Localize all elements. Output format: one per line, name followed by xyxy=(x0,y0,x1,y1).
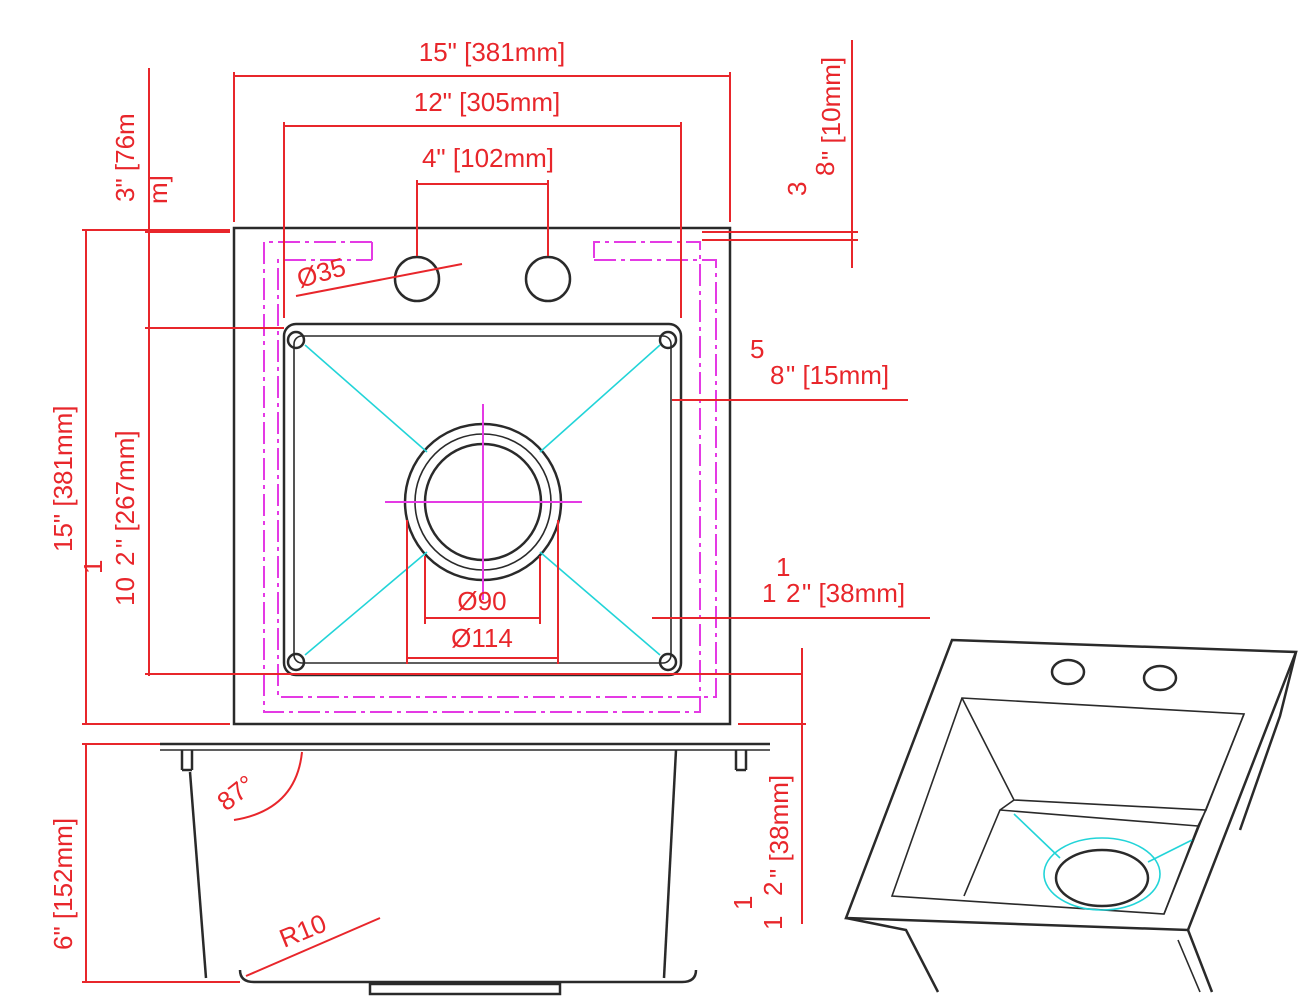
slope-line xyxy=(539,344,661,453)
dim-bowl-width: 12" [305mm] xyxy=(414,87,561,117)
isometric-view xyxy=(844,638,1298,993)
dim-rim-thickness-num: 3 xyxy=(782,182,812,196)
bowl-wall-right xyxy=(662,749,678,979)
iso-drain-inner xyxy=(1054,848,1150,908)
dim-bottom-radius: R10 xyxy=(275,908,330,954)
bowl-corner xyxy=(286,330,306,350)
iso-tap-hole-right xyxy=(1142,664,1178,692)
drain-outlet xyxy=(368,982,562,996)
sink-outer-rim xyxy=(232,226,732,726)
dim-side-gap-unit: " [15mm] xyxy=(786,360,889,390)
slope-line xyxy=(539,551,661,656)
dim-back-gap-den: 2 xyxy=(786,578,800,608)
bowl-corner xyxy=(286,652,306,672)
dim-flange-height-whole: 1 xyxy=(758,916,788,930)
dim-flange-height-unit: " [38mm] xyxy=(764,775,794,878)
slope-line xyxy=(304,551,428,656)
mounting-outline-inner xyxy=(277,242,717,698)
dim-wall-angle: 87° xyxy=(211,769,260,817)
dim-drain-outer: Ø114 xyxy=(451,623,513,653)
iso-bowl-wall xyxy=(961,697,1245,811)
dim-bowl-length-unit: " [267mm] xyxy=(110,430,140,548)
dim-overall-depth: 15" [381mm] xyxy=(48,405,78,552)
dim-side-gap-num: 5 xyxy=(750,334,764,364)
iso-skirt xyxy=(845,651,1298,993)
bowl-inner-edge xyxy=(293,335,672,664)
top-view: 15" [381mm] 12" [305mm] 4" [102mm] Ø35 3… xyxy=(48,37,930,726)
mounting-outline xyxy=(263,241,701,713)
dim-back-gap-whole: 1 xyxy=(776,552,790,582)
dim-bowl-height: 6" [152mm] xyxy=(48,818,78,950)
dim-back-gap-unit: " [38mm] xyxy=(802,578,905,608)
dim-flange-height-num: 1 xyxy=(728,896,758,910)
dim-bowl-length-whole: 10 xyxy=(110,577,140,606)
dim-flange-height-den: 2 xyxy=(758,882,788,896)
dim-front-offset-b: m] xyxy=(143,175,173,204)
iso-rim-inner xyxy=(890,697,1246,915)
bowl-corner xyxy=(658,330,678,350)
dim-drain-inner: Ø90 xyxy=(457,586,506,616)
slope-line xyxy=(304,344,428,453)
dim-side-gap-den: 8 xyxy=(770,360,784,390)
mounting-clip-right xyxy=(734,750,748,772)
dim-rim-thickness-den: 8 xyxy=(810,162,840,176)
dim-bowl-length-num: 1 xyxy=(78,560,108,574)
mounting-clip-left xyxy=(180,750,194,772)
dim-rim-thickness-unit: " [10mm] xyxy=(816,57,846,160)
side-view: 87° 6" [152mm] R10 1 1 2 " [38mm] xyxy=(48,648,806,996)
tap-hole-right xyxy=(524,255,572,303)
dim-bowl-length-den: 2 xyxy=(110,552,140,566)
tap-hole-left xyxy=(393,255,441,303)
dim-front-offset-a: 3" [76m xyxy=(110,113,140,202)
iso-tap-hole-left xyxy=(1050,658,1086,686)
dim-back-gap-num: 1 xyxy=(762,578,776,608)
bowl-wall-left xyxy=(188,771,208,979)
iso-drain-outer xyxy=(1043,837,1161,911)
dim-tap-spacing: 4" [102mm] xyxy=(422,143,554,173)
bowl-bottom xyxy=(238,969,698,984)
bowl-corner xyxy=(658,652,678,672)
dim-overall-width: 15" [381mm] xyxy=(419,37,566,67)
iso-bowl-floor xyxy=(999,809,1199,827)
